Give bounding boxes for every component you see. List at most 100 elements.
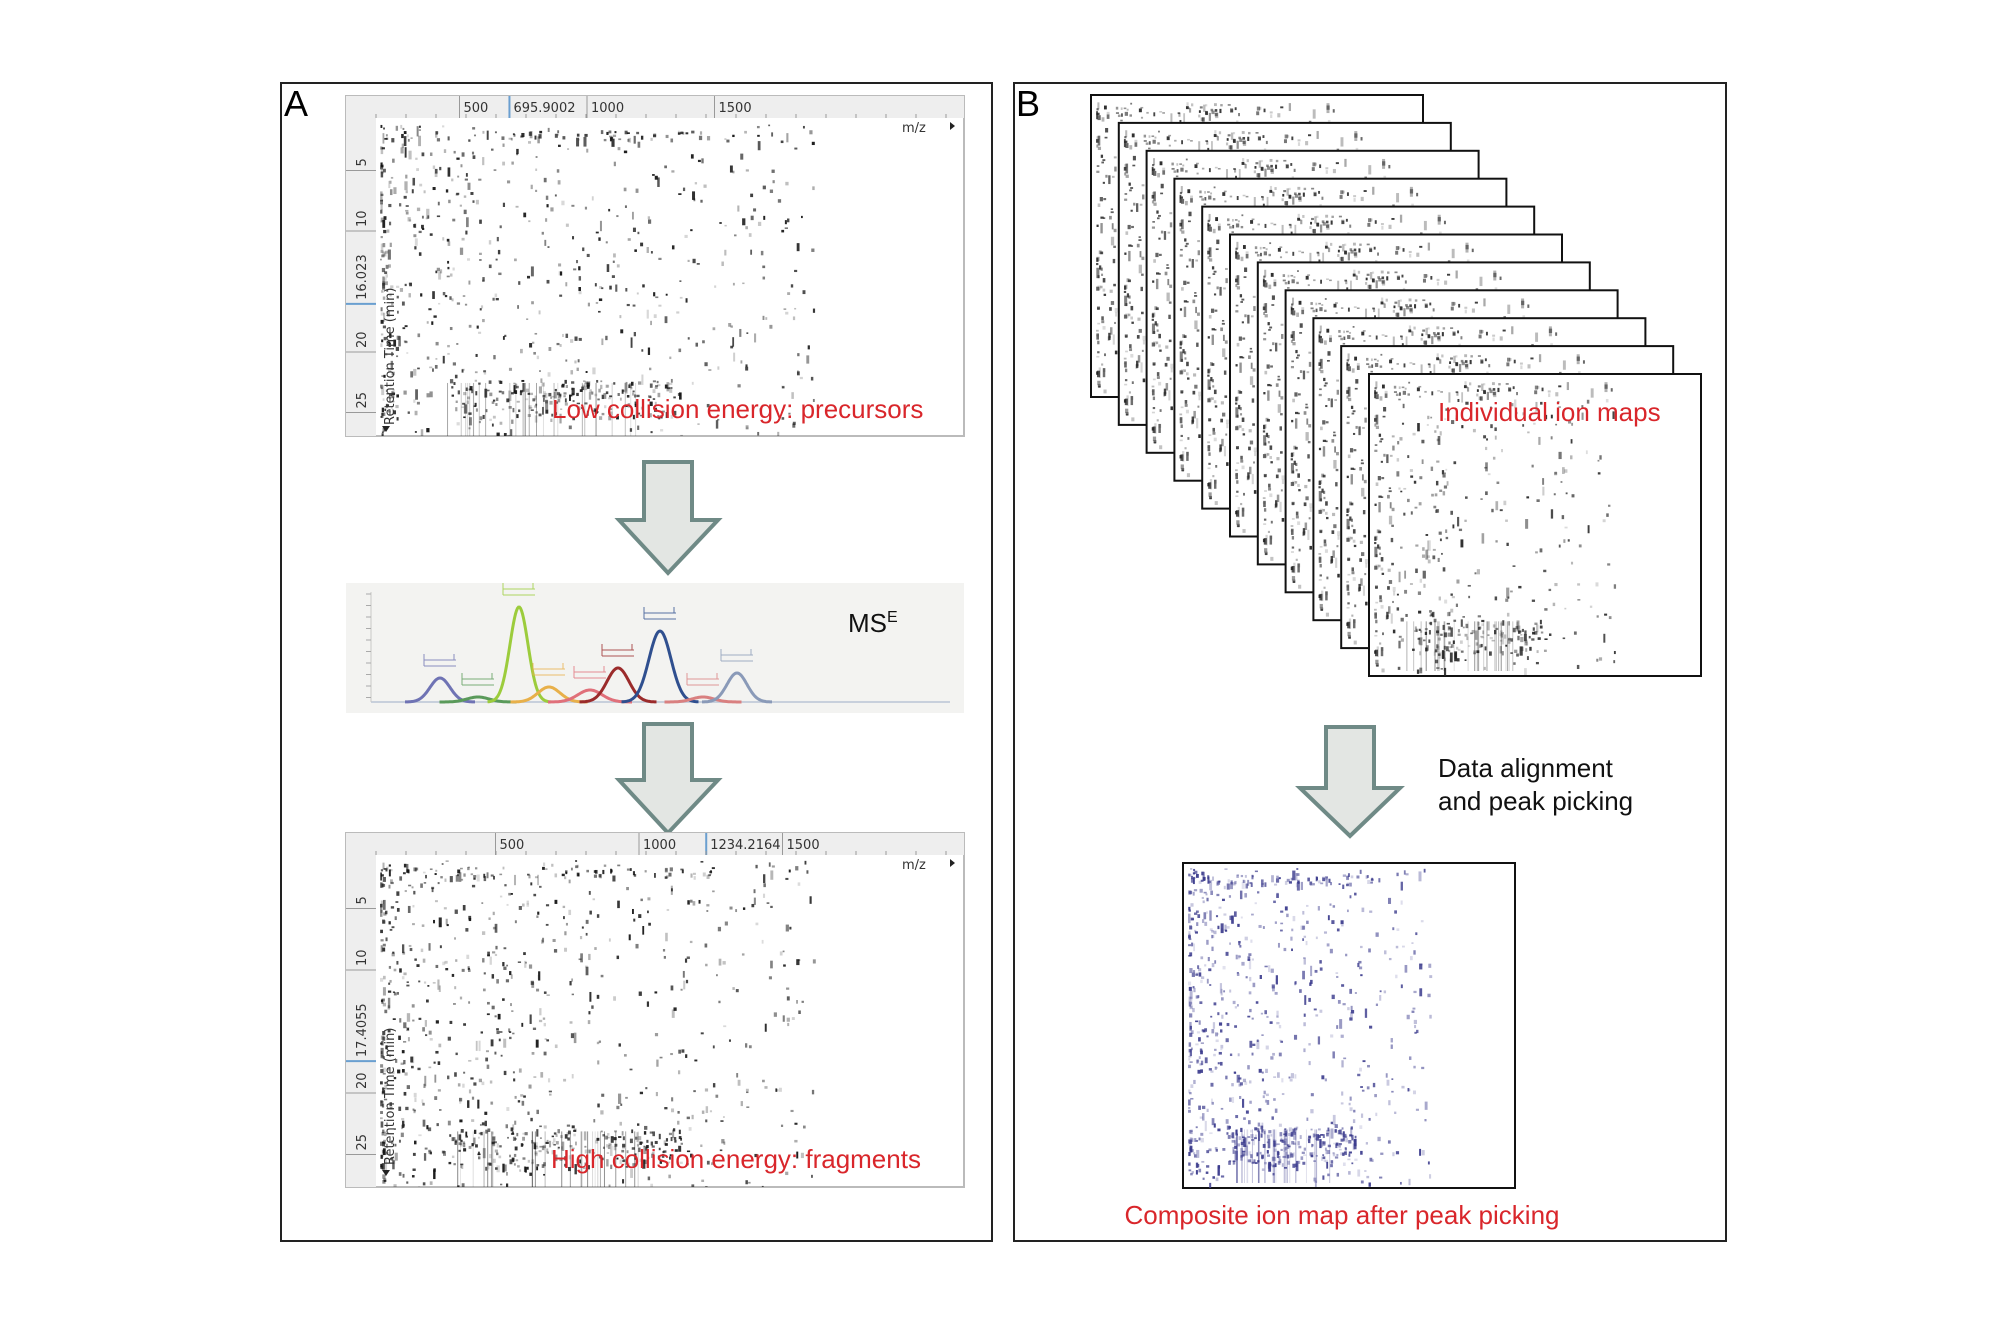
panel-a-label: A	[284, 83, 308, 124]
ion-dot	[1333, 1142, 1337, 1145]
ion-dot	[468, 1145, 472, 1149]
ion-dot	[1192, 970, 1196, 973]
ion-dot	[665, 134, 669, 139]
ion-dot	[435, 964, 439, 969]
ion-dot	[463, 416, 466, 419]
ion-dot	[553, 1132, 557, 1135]
ion-dot	[510, 893, 513, 895]
ion-dot	[1362, 1060, 1366, 1063]
ion-dot	[490, 1101, 494, 1105]
ion-dot	[538, 134, 542, 139]
ion-dot	[1319, 960, 1322, 964]
ion-dot	[784, 227, 788, 230]
ion-dot	[704, 943, 708, 948]
ion-dot	[685, 132, 689, 135]
ion-dot	[391, 926, 395, 929]
ion-dot	[1273, 1156, 1276, 1161]
ion-dot	[598, 1040, 602, 1043]
ion-dot	[771, 169, 775, 173]
ion-dot	[530, 184, 533, 190]
ion-dot	[1330, 1164, 1333, 1168]
rt-axis-label: Retention Time (min)	[383, 288, 398, 425]
ion-dot	[1323, 1159, 1326, 1163]
ion-dot	[1189, 925, 1192, 930]
ion-dot	[1354, 1138, 1357, 1147]
ion-dot	[755, 922, 759, 926]
mz-arrow-icon	[950, 859, 955, 867]
ion-dot	[546, 1139, 549, 1142]
ion-dot	[1225, 1038, 1229, 1043]
ion-dot	[536, 1166, 539, 1171]
ion-dot	[429, 1038, 433, 1041]
ion-dot	[611, 275, 615, 278]
ion-dot	[1203, 891, 1207, 894]
ion-dot	[381, 998, 385, 1002]
ion-dot	[1286, 1144, 1289, 1148]
ion-dot	[496, 1152, 499, 1156]
ion-dot	[1303, 1013, 1306, 1017]
ion-dot	[534, 332, 538, 335]
ion-dot	[1284, 1136, 1287, 1140]
ion-dot	[1215, 1177, 1219, 1182]
ion-dot	[515, 1159, 519, 1162]
ion-dot	[553, 391, 557, 399]
ion-dot	[1256, 1039, 1259, 1043]
ion-dot	[764, 1086, 768, 1089]
ion-dot	[686, 956, 690, 960]
ion-dot	[1344, 1148, 1347, 1151]
ion-dot	[458, 1134, 462, 1141]
ion-dot	[380, 1064, 384, 1068]
ion-dot	[1309, 982, 1312, 986]
ion-dot	[398, 1106, 402, 1111]
ion-dot	[1334, 1156, 1339, 1159]
ion-dot	[472, 155, 476, 159]
ion-dot	[1273, 1098, 1276, 1101]
ion-dot	[588, 890, 591, 895]
ion-dot	[589, 389, 592, 393]
ion-dot	[1258, 1131, 1261, 1141]
ion-dot	[558, 271, 562, 276]
ion-dot	[511, 1157, 515, 1162]
ion-dot	[1190, 1084, 1194, 1088]
ion-dot	[471, 389, 474, 394]
ion-dot	[597, 1060, 600, 1065]
ion-dot	[380, 1121, 384, 1128]
ion-dot	[380, 999, 384, 1002]
ion-dot	[577, 406, 581, 410]
mse-chromatogram: MSE	[346, 583, 964, 713]
ion-dot	[704, 362, 708, 367]
rt-arrow-icon	[382, 1170, 390, 1176]
ion-dot	[637, 231, 640, 235]
ion-dot	[1346, 875, 1350, 881]
ion-dot	[782, 1015, 785, 1022]
ion-dot	[564, 1163, 568, 1167]
ion-dot	[1234, 1140, 1237, 1145]
ion-dot	[418, 980, 421, 983]
ion-dot	[1220, 988, 1223, 996]
isotope-label-glyph	[423, 654, 456, 667]
ion-dot	[1400, 881, 1403, 891]
ion-dot	[546, 994, 550, 996]
ion-dot	[455, 407, 458, 412]
ion-dot	[672, 1128, 676, 1132]
ion-dot	[723, 1025, 727, 1028]
ion-dot	[388, 221, 392, 226]
rt-tick-label: 20	[355, 1072, 370, 1089]
ion-dot	[481, 1081, 485, 1086]
ion-dot	[418, 125, 421, 128]
ion-dot	[534, 1145, 537, 1150]
ion-dot	[670, 138, 674, 143]
ion-dot	[1256, 1152, 1259, 1157]
ion-dot	[1411, 942, 1414, 944]
ion-dot	[1201, 1113, 1205, 1121]
ion-dot	[658, 304, 662, 307]
ion-dot	[638, 991, 642, 996]
individual-ion-map-stack	[1090, 94, 1702, 677]
ion-dot	[381, 267, 386, 273]
ion-dot	[416, 401, 420, 405]
ion-dot	[678, 1136, 682, 1140]
ion-dot	[700, 1144, 703, 1148]
ion-dot	[1207, 956, 1210, 962]
ion-dot	[402, 1173, 405, 1178]
ion-dot	[746, 1091, 749, 1094]
